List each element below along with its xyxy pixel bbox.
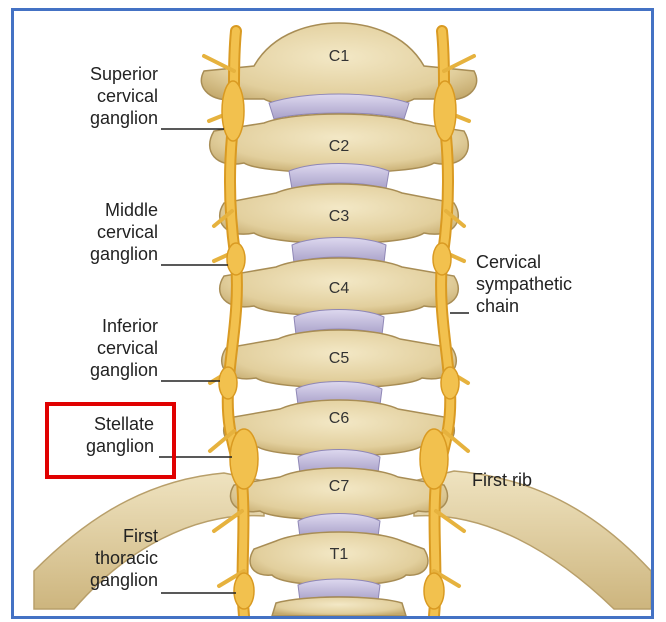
label-cervical-sympathetic-chain: Cervical sympathetic chain xyxy=(476,251,616,317)
vertebra-label: T1 xyxy=(330,546,349,563)
vertebra-label: C4 xyxy=(329,280,350,297)
stellate-ganglion-left xyxy=(230,429,258,489)
first-rib-right xyxy=(414,471,651,609)
vertebra-label: C7 xyxy=(329,478,350,495)
label-superior-cervical-ganglion: Superior cervical ganglion xyxy=(54,63,158,129)
vertebra-label: C3 xyxy=(329,208,350,225)
vertebra-label: C1 xyxy=(329,48,350,65)
inferior-cervical-ganglion-left xyxy=(219,367,237,399)
vertebra-label: C6 xyxy=(329,410,350,427)
middle-cervical-ganglion-left xyxy=(227,243,245,275)
stellate-ganglion-highlight-box xyxy=(45,402,176,479)
label-middle-cervical-ganglion: Middle cervical ganglion xyxy=(54,199,158,265)
superior-cervical-ganglion-left xyxy=(222,81,244,141)
figure-frame: C1 C2 C3 C4 C5 C6 C7 T1 Superior cervica… xyxy=(11,8,654,619)
vertebra-c6 xyxy=(224,400,455,456)
label-first-thoracic-ganglion: First thoracic ganglion xyxy=(54,525,158,591)
first-thoracic-ganglion-left xyxy=(234,573,254,609)
vertebra-label: C5 xyxy=(329,350,350,367)
vertebra-label: C2 xyxy=(329,138,350,155)
label-first-rib: First rib xyxy=(472,469,572,491)
label-inferior-cervical-ganglion: Inferior cervical ganglion xyxy=(54,315,158,381)
